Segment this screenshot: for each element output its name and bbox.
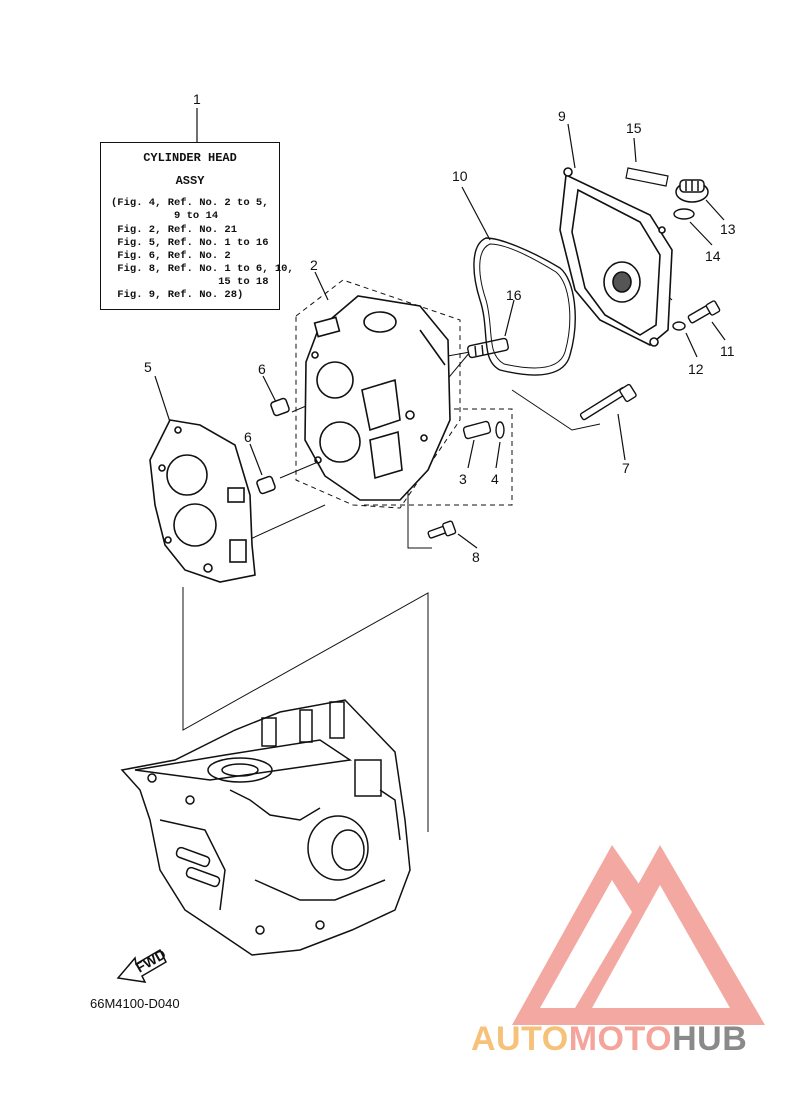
info-box-subtitle: ASSY <box>175 174 205 188</box>
callout-6a: 6 <box>258 361 266 377</box>
callout-16: 16 <box>506 287 522 303</box>
callout-7: 7 <box>622 460 630 476</box>
callout-4: 4 <box>491 471 499 487</box>
callout-12: 12 <box>688 361 704 377</box>
brand-moto: MOTO <box>568 1020 673 1058</box>
part-2-cylinder-head <box>304 295 451 501</box>
part-10-gasket-inner <box>479 243 571 369</box>
info-box-line: 9 to 14 <box>111 210 219 222</box>
info-box-title: CYLINDER HEAD <box>143 151 237 165</box>
part-14-o-ring <box>673 208 695 220</box>
info-box-line: Fig. 5, Ref. No. 1 to 16 <box>111 237 269 249</box>
info-box-line: (Fig. 4, Ref. No. 2 to 5, <box>111 197 269 209</box>
part-10-gasket <box>473 237 576 376</box>
part-8-bolt <box>427 520 457 539</box>
callout-11: 11 <box>720 343 735 359</box>
callout-14: 14 <box>705 248 721 264</box>
info-box-line: Fig. 6, Ref. No. 2 <box>111 250 231 262</box>
callout-3: 3 <box>459 471 467 487</box>
callout-6b: 6 <box>244 429 252 445</box>
part-16-spark-plug <box>467 337 509 359</box>
brand-hub: HUB <box>672 1020 748 1058</box>
info-box-line: Fig. 8, Ref. No. 1 to 6, 10, <box>111 263 294 275</box>
diagram-code: 66M4100-D040 <box>90 996 180 1011</box>
callout-labels: 1 2 3 4 5 6 6 7 8 9 10 11 12 13 14 15 16 <box>144 91 736 565</box>
callout-9: 9 <box>558 108 566 124</box>
callout-10: 10 <box>452 168 468 184</box>
part-5-gasket <box>149 419 256 583</box>
part-3-anode <box>462 420 492 440</box>
info-box-line: 15 to 18 <box>111 276 269 288</box>
part-6-dowel-pins <box>256 397 290 495</box>
callout-8: 8 <box>472 549 480 565</box>
callout-15: 15 <box>626 120 642 136</box>
callout-2: 2 <box>310 257 318 273</box>
callout-1: 1 <box>193 91 201 107</box>
part-4-washer <box>495 421 505 439</box>
engine-block <box>120 699 411 956</box>
part-13-oil-cap <box>675 179 709 203</box>
part-9-head-cover <box>559 167 673 347</box>
part-11-bolt <box>687 300 721 324</box>
part-7-long-bolt <box>579 383 637 421</box>
callout-13: 13 <box>720 221 736 237</box>
info-box-line: Fig. 2, Ref. No. 21 <box>111 224 238 236</box>
part-15-label <box>625 167 669 187</box>
info-box: CYLINDER HEAD ASSY (Fig. 4, Ref. No. 2 t… <box>100 142 294 310</box>
fwd-arrow-icon: FWD <box>116 946 169 983</box>
info-box-line: Fig. 9, Ref. No. 28) <box>111 289 244 301</box>
callout-5: 5 <box>144 359 152 375</box>
part-12-washer <box>672 321 686 331</box>
brand-auto: AUTO <box>471 1020 569 1058</box>
watermark-logo-icon <box>512 845 765 1025</box>
leader-lines <box>154 108 726 549</box>
watermark-brand: AUTOMOTOHUB <box>471 1020 747 1059</box>
